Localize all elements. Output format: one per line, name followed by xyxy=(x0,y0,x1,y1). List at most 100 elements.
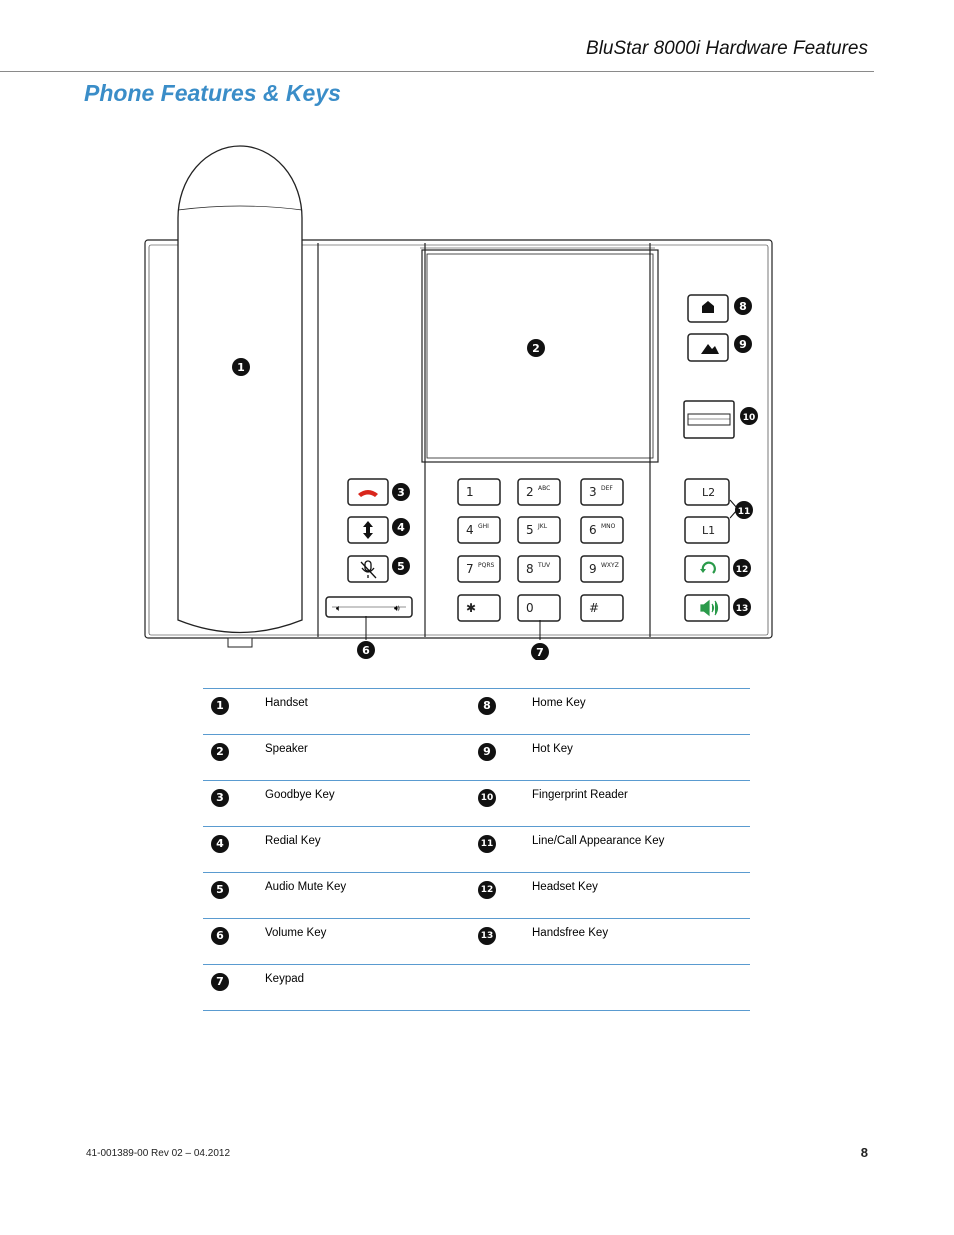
legend-number: 10 xyxy=(478,789,496,807)
svg-text:3: 3 xyxy=(397,486,405,499)
legend-number: 12 xyxy=(478,881,496,899)
legend-label: Handset xyxy=(265,688,470,735)
svg-text:4: 4 xyxy=(397,521,405,534)
legend-label: Speaker xyxy=(265,734,470,781)
svg-text:7: 7 xyxy=(536,646,544,659)
keypad-digit: 3 xyxy=(589,485,597,499)
volume-up-icon: 🔊︎ xyxy=(394,604,400,614)
legend-label: Headset Key xyxy=(532,872,750,919)
legend-number: 11 xyxy=(478,835,496,853)
callout-6: 6 xyxy=(357,641,375,659)
legend-number: 7 xyxy=(211,973,229,991)
legend-number: 3 xyxy=(211,789,229,807)
legend-number: 4 xyxy=(211,835,229,853)
line-key-l1[interactable]: L1 xyxy=(684,516,730,544)
keypad-key-11[interactable]: 0 xyxy=(517,594,561,622)
legend-number: 5 xyxy=(211,881,229,899)
svg-text:11: 11 xyxy=(738,507,751,517)
legend-row: 2 Speaker 9 Hot Key xyxy=(203,734,750,781)
svg-text:2: 2 xyxy=(532,342,540,355)
fingerprint-reader[interactable] xyxy=(683,400,735,439)
keypad-letters: JKL xyxy=(537,523,548,530)
keypad-key-4[interactable]: 4 GHI xyxy=(457,516,501,544)
redial-arrows-icon xyxy=(363,521,373,539)
keypad-digit: 4 xyxy=(466,523,474,537)
goodbye-key[interactable] xyxy=(347,478,389,506)
legend-label: Audio Mute Key xyxy=(265,872,470,919)
keypad-letters: PQRS xyxy=(478,562,495,569)
phone-hangup-icon xyxy=(358,490,378,497)
redial-key[interactable] xyxy=(347,516,389,544)
keypad-digit: 1 xyxy=(466,485,474,499)
keypad-key-7[interactable]: 7 PQRS xyxy=(457,555,501,583)
legend-number: 8 xyxy=(478,697,496,715)
audio-mute-key[interactable] xyxy=(347,555,389,583)
legend-label: Hot Key xyxy=(532,734,750,781)
legend-number: 9 xyxy=(478,743,496,761)
callout-5: 5 xyxy=(392,557,410,575)
header-title: BluStar 8000i Hardware Features xyxy=(586,38,868,59)
page-title: Phone Features & Keys xyxy=(84,80,341,106)
legend-number: 2 xyxy=(211,743,229,761)
volume-down-icon: 🔈︎ xyxy=(336,604,341,614)
keypad-key-9[interactable]: 9 WXYZ xyxy=(580,555,624,583)
keypad-key-3[interactable]: 3 DEF xyxy=(580,478,624,506)
home-key[interactable] xyxy=(687,294,729,323)
callout-12: 12 xyxy=(733,559,751,577)
legend-label: Goodbye Key xyxy=(265,780,470,827)
home-icon xyxy=(702,301,714,313)
svg-text:10: 10 xyxy=(743,413,756,423)
hot-key[interactable] xyxy=(687,333,729,362)
legend-label xyxy=(532,964,750,1011)
keypad-digit: 8 xyxy=(526,562,534,576)
keypad-letters: DEF xyxy=(601,485,613,492)
legend-label: Home Key xyxy=(532,688,750,735)
volume-key[interactable]: 🔈︎ 🔊︎ xyxy=(325,596,413,618)
legend-row: 3 Goodbye Key 10 Fingerprint Reader xyxy=(203,780,750,827)
mic-mute-icon xyxy=(360,560,377,579)
line-key-l2[interactable]: L2 xyxy=(684,478,730,506)
keypad-letters: MNO xyxy=(601,523,616,530)
legend-number: 13 xyxy=(478,927,496,945)
phone-body xyxy=(144,239,773,639)
callout-11: 11 xyxy=(735,501,753,519)
svg-text:12: 12 xyxy=(736,565,749,575)
footer-doc-id: 41-001389-00 Rev 02 – 04.2012 xyxy=(86,1148,231,1159)
keypad-digit: 6 xyxy=(589,523,597,537)
keypad-key-6[interactable]: 6 MNO xyxy=(580,516,624,544)
keypad-letters: GHI xyxy=(478,523,489,530)
page-number: 8 xyxy=(860,1145,868,1160)
keypad-digit: 5 xyxy=(526,523,534,537)
svg-text:5: 5 xyxy=(397,560,405,573)
callout-3: 3 xyxy=(392,483,410,501)
keypad-digit: 2 xyxy=(526,485,534,499)
keypad-key-12[interactable]: # xyxy=(580,594,624,622)
keypad-digit: 9 xyxy=(589,562,597,576)
svg-text:6: 6 xyxy=(362,644,370,657)
keypad-key-1[interactable]: 1 xyxy=(457,478,501,506)
legend-label: Fingerprint Reader xyxy=(532,780,750,827)
headset-key[interactable] xyxy=(684,555,730,583)
legend-label: Keypad xyxy=(265,964,470,1011)
keypad-digit: # xyxy=(589,601,599,615)
line-key-l1-label: L1 xyxy=(702,524,715,537)
legend-label: Redial Key xyxy=(265,826,470,873)
handsfree-key[interactable] xyxy=(684,594,730,622)
callout-1: 1 xyxy=(232,358,250,376)
keypad-key-10[interactable]: ✱ xyxy=(457,594,501,622)
keypad-letters: WXYZ xyxy=(601,562,619,569)
keypad-digit: 0 xyxy=(526,601,534,615)
keypad-digit: 7 xyxy=(466,562,474,576)
callout-2: 2 xyxy=(527,339,545,357)
hot-key-icon xyxy=(701,344,719,354)
svg-text:8: 8 xyxy=(739,300,747,313)
callout-4: 4 xyxy=(392,518,410,536)
